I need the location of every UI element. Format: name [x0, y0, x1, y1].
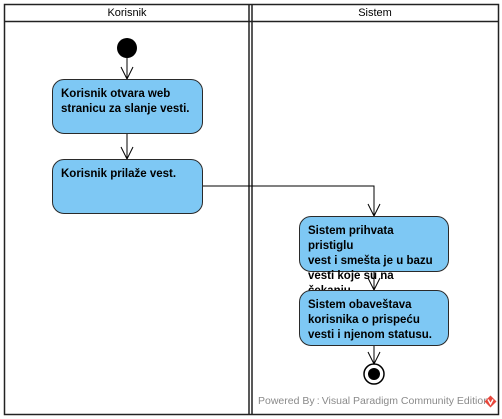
watermark-text: Powered By : Visual Paradigm Community E… — [258, 395, 490, 407]
activity-attach-news[interactable]: Korisnik prilaže vest. — [52, 159, 203, 214]
initial-node — [117, 38, 137, 58]
lane-title-korisnik: Korisnik — [107, 7, 147, 19]
activity-accept-news[interactable]: Sistem prihvata pristiglu vest i smešta … — [299, 216, 449, 297]
activity-open-page[interactable]: Korisnik otvara web stranicu za slanje v… — [52, 79, 203, 134]
activity-notify-user[interactable]: Sistem obaveštava korisnika o prispeću v… — [299, 290, 449, 346]
flow-a2-to-a3 — [202, 185, 375, 216]
lane-title-sistem: Sistem — [358, 7, 392, 19]
final-node-inner — [368, 368, 380, 380]
visual-paradigm-logo-icon — [484, 395, 497, 408]
